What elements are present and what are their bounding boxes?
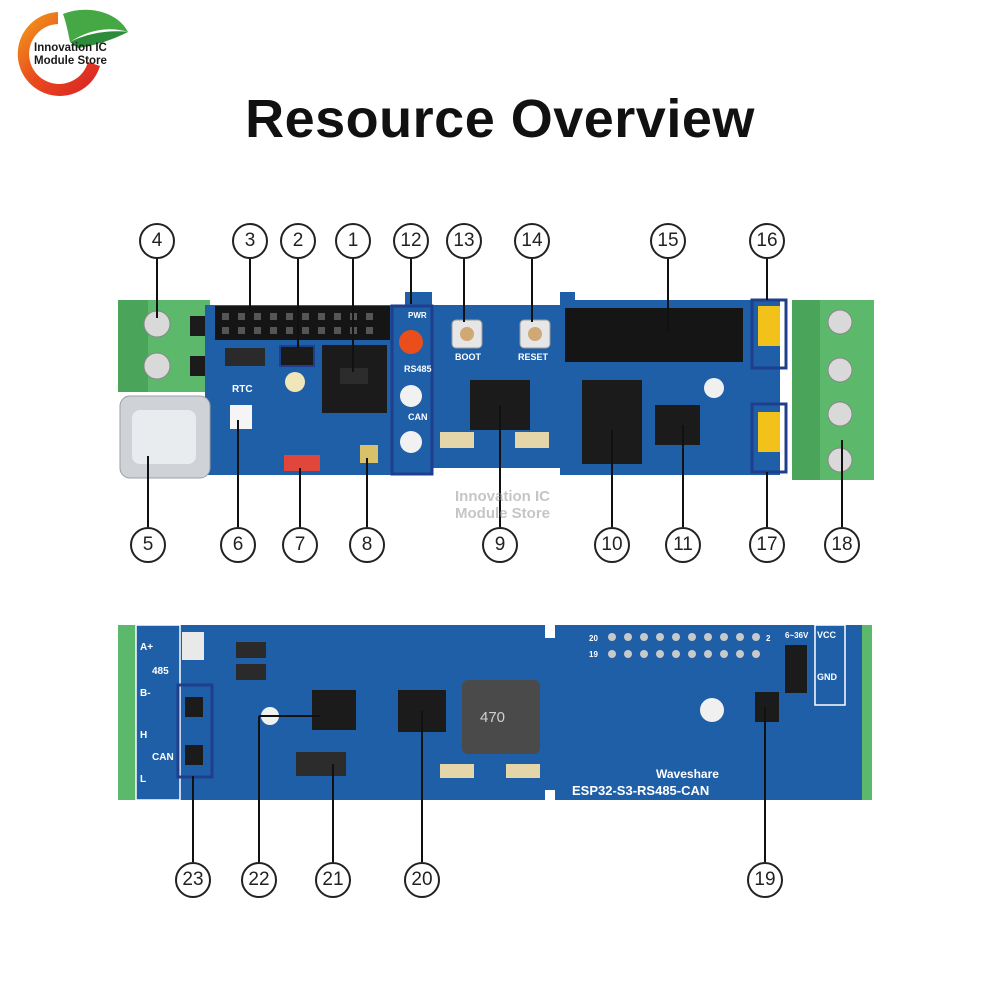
callout-8: 8 xyxy=(349,527,385,563)
silk-model: ESP32-S3-RS485-CAN xyxy=(572,783,709,798)
silk-pin20: 20 xyxy=(589,634,598,643)
logo-text: Innovation IC Module Store xyxy=(34,42,134,68)
watermark: Innovation IC Module Store xyxy=(455,488,615,522)
logo-text-line2: Module Store xyxy=(34,55,107,67)
bottom-board: A+ 485 B- H CAN L 470 VCC GND 6~36V 20 1… xyxy=(118,624,872,801)
callout-18: 18 xyxy=(824,527,860,563)
silk-vcc: VCC xyxy=(817,630,837,640)
logo-text-line1: Innovation IC xyxy=(34,42,107,54)
watermark-line2: Module Store xyxy=(455,505,551,522)
led-group-box xyxy=(390,304,434,476)
jumper-17-box xyxy=(750,402,788,474)
callout-7: 7 xyxy=(282,527,318,563)
callout-13: 13 xyxy=(446,223,482,259)
silk-boot: BOOT xyxy=(455,352,482,362)
callout-11: 11 xyxy=(665,527,701,563)
pwr-led xyxy=(399,330,423,354)
callout-9: 9 xyxy=(482,527,518,563)
component-2-box xyxy=(279,345,315,367)
silk-h: H xyxy=(140,730,147,741)
callout-1: 1 xyxy=(335,223,371,259)
silk-b-minus: B- xyxy=(140,688,151,699)
silk-pin19: 19 xyxy=(589,650,598,659)
jumper-17 xyxy=(758,412,780,452)
silk-gnd: GND xyxy=(817,672,838,682)
callout-6: 6 xyxy=(220,527,256,563)
silk-inductor: 470 xyxy=(480,709,505,726)
callout-22: 22 xyxy=(241,862,277,898)
pin-header xyxy=(215,306,390,340)
callout-5: 5 xyxy=(130,527,166,563)
callout-4: 4 xyxy=(139,223,175,259)
callout-20: 20 xyxy=(404,862,440,898)
jumper-16-box xyxy=(750,298,788,370)
callout-2: 2 xyxy=(280,223,316,259)
silk-can: CAN xyxy=(408,412,428,422)
callout-23: 23 xyxy=(175,862,211,898)
component-19 xyxy=(755,692,779,722)
callout-10: 10 xyxy=(594,527,630,563)
silk-l: L xyxy=(140,774,146,785)
silk-brand: Waveshare xyxy=(656,767,719,781)
silk-pwr: PWR xyxy=(408,311,427,320)
callout-12: 12 xyxy=(393,223,429,259)
silk-voltage: 6~36V xyxy=(785,631,809,640)
silk-can-bottom: CAN xyxy=(152,752,174,763)
rtc-connector xyxy=(230,405,252,429)
callout-16: 16 xyxy=(749,223,785,259)
store-logo-icon xyxy=(17,9,128,96)
silk-pin2: 2 xyxy=(766,634,771,643)
page-title: Resource Overview xyxy=(245,89,755,149)
silk-485: 485 xyxy=(152,666,169,677)
silk-rtc: RTC xyxy=(232,384,253,395)
callout-21: 21 xyxy=(315,862,351,898)
terminal-screw-2 xyxy=(143,352,171,380)
can-led xyxy=(400,431,422,453)
chip-22 xyxy=(312,690,356,730)
callout-3: 3 xyxy=(232,223,268,259)
callout-15: 15 xyxy=(650,223,686,259)
silk-a-plus: A+ xyxy=(140,642,153,653)
silk-reset: RESET xyxy=(518,352,549,362)
chip-11 xyxy=(655,405,700,445)
component-15 xyxy=(565,308,743,362)
tvs-group-box xyxy=(176,683,214,779)
top-board: RTC PWR RS485 CAN BOOT RESET xyxy=(118,292,874,480)
callout-19: 19 xyxy=(747,862,783,898)
jumper-16 xyxy=(758,306,780,346)
rs485-led xyxy=(400,385,422,407)
silk-rs485: RS485 xyxy=(404,364,432,374)
antenna-connector xyxy=(360,445,378,463)
chip-21 xyxy=(296,752,346,776)
callout-17: 17 xyxy=(749,527,785,563)
leader-lines xyxy=(147,258,843,862)
inductor-470 xyxy=(462,680,540,754)
watermark-line1: Innovation IC xyxy=(455,488,550,505)
callout-14: 14 xyxy=(514,223,550,259)
rtc-battery-pads xyxy=(284,455,320,471)
